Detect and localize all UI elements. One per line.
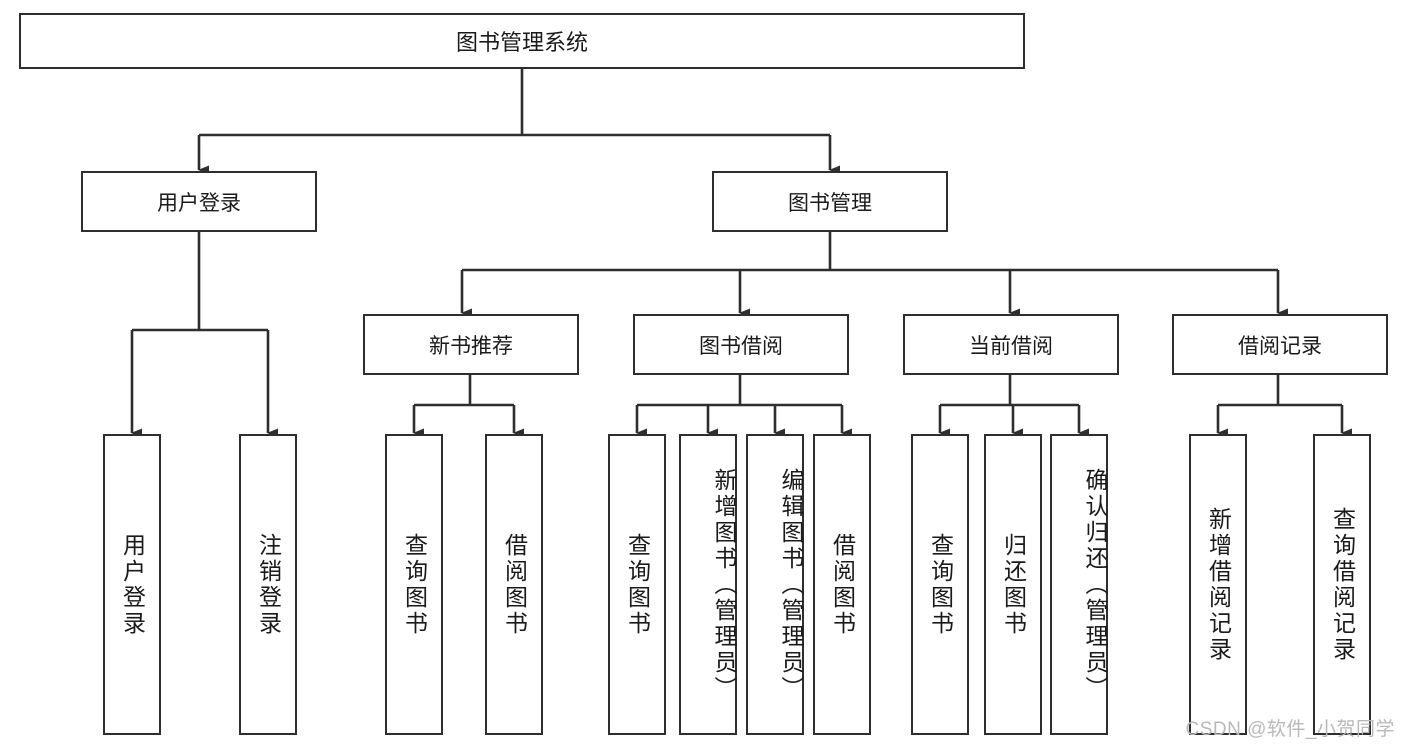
node-leaf-9[interactable]: 归还图书	[984, 434, 1042, 735]
node-level3-1[interactable]: 图书借阅	[633, 314, 849, 375]
node-leaf-8[interactable]: 查询图书	[911, 434, 969, 735]
node-label: 新书推荐	[429, 334, 513, 358]
node-label: 用户登录	[119, 532, 146, 637]
node-level2-0[interactable]: 用户登录	[81, 171, 317, 232]
node-label: 查询借阅记录	[1329, 506, 1356, 663]
node-leaf-10[interactable]: 确认归还（管理员）	[1050, 434, 1108, 735]
node-label: 新增图书（管理员）	[711, 467, 737, 702]
node-level2-1[interactable]: 图书管理	[712, 171, 948, 232]
node-level3-3[interactable]: 借阅记录	[1172, 314, 1388, 375]
node-label: 编辑图书（管理员）	[778, 467, 804, 702]
node-label: 借阅记录	[1238, 334, 1322, 358]
node-label: 新增借阅记录	[1205, 506, 1232, 663]
connector-lines	[130, 69, 1352, 438]
node-label: 当前借阅	[969, 334, 1053, 358]
node-label: 确认归还（管理员）	[1082, 467, 1108, 702]
node-leaf-4[interactable]: 查询图书	[608, 434, 666, 735]
node-root-system[interactable]: 图书管理系统	[19, 13, 1025, 69]
node-label: 查询图书	[927, 532, 954, 637]
node-leaf-0[interactable]: 用户登录	[103, 434, 161, 735]
node-level3-2[interactable]: 当前借阅	[903, 314, 1119, 375]
node-leaf-1[interactable]: 注销登录	[239, 434, 297, 735]
node-leaf-3[interactable]: 借阅图书	[485, 434, 543, 735]
node-label: 查询图书	[624, 532, 651, 637]
node-label: 用户登录	[157, 191, 241, 215]
node-leaf-5[interactable]: 新增图书（管理员）	[679, 434, 737, 735]
node-leaf-6[interactable]: 编辑图书（管理员）	[746, 434, 804, 735]
node-label: 查询图书	[401, 532, 428, 637]
node-leaf-12[interactable]: 查询借阅记录	[1313, 434, 1371, 735]
node-leaf-11[interactable]: 新增借阅记录	[1189, 434, 1247, 735]
node-level3-0[interactable]: 新书推荐	[363, 314, 579, 375]
node-label: 借阅图书	[829, 532, 856, 637]
node-label: 借阅图书	[501, 532, 528, 637]
node-leaf-2[interactable]: 查询图书	[385, 434, 443, 735]
node-label: 归还图书	[1000, 532, 1027, 637]
node-label: 图书管理系统	[455, 30, 588, 55]
node-label: 图书借阅	[699, 334, 783, 358]
node-label: 图书管理	[788, 191, 872, 215]
node-leaf-7[interactable]: 借阅图书	[813, 434, 871, 735]
node-label: 注销登录	[255, 532, 282, 637]
